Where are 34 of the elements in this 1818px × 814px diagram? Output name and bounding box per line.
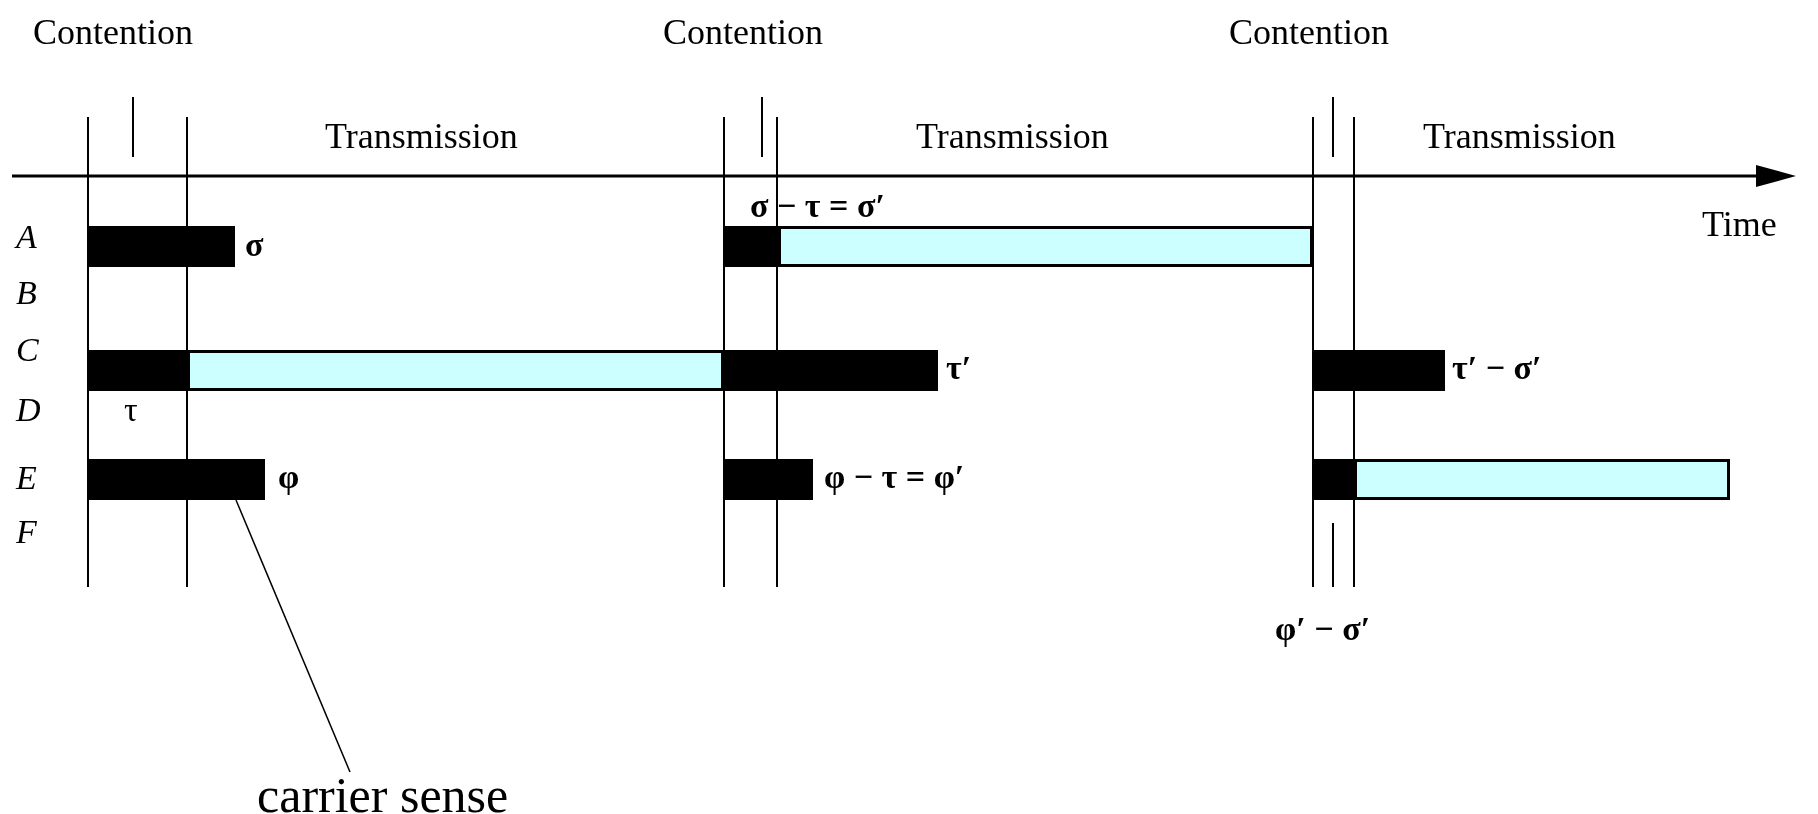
- contention-bar: [1313, 350, 1445, 391]
- row-label: A: [16, 220, 37, 254]
- time-label: φ′ − σ′: [1275, 612, 1371, 646]
- row-label: E: [16, 461, 37, 495]
- phase-label: Contention: [663, 14, 823, 50]
- time-label: φ − τ = φ′: [824, 460, 965, 494]
- contention-bar: [724, 459, 813, 500]
- time-label: τ: [124, 393, 138, 427]
- phase-label: Contention: [33, 14, 193, 50]
- transmission-bar: [778, 226, 1313, 267]
- contention-bar: [88, 459, 265, 500]
- phase-label: Transmission: [1423, 118, 1616, 154]
- contention-bar: [1313, 459, 1354, 500]
- time-label: σ − τ = σ′: [750, 189, 885, 223]
- contention-bar: [724, 226, 778, 267]
- phase-label: Contention: [1229, 14, 1389, 50]
- contention-bar: [88, 226, 235, 267]
- axis-label: Time: [1702, 206, 1777, 242]
- callout-text: carrier sense: [257, 770, 509, 814]
- row-label: D: [16, 393, 41, 427]
- row-label: F: [16, 515, 37, 549]
- row-label: B: [16, 276, 37, 310]
- transmission-bar: [187, 350, 724, 391]
- time-label: τ′: [946, 351, 972, 385]
- leader-line: [235, 499, 351, 773]
- transmission-bar: [1354, 459, 1730, 500]
- time-label: σ: [245, 228, 264, 262]
- contention-bar: [724, 350, 938, 391]
- row-label: C: [16, 333, 39, 367]
- phase-label: Transmission: [325, 118, 518, 154]
- time-label: φ: [278, 460, 300, 494]
- time-label: τ′ − σ′: [1452, 351, 1542, 385]
- contention-bar: [88, 350, 187, 391]
- phase-label: Transmission: [916, 118, 1109, 154]
